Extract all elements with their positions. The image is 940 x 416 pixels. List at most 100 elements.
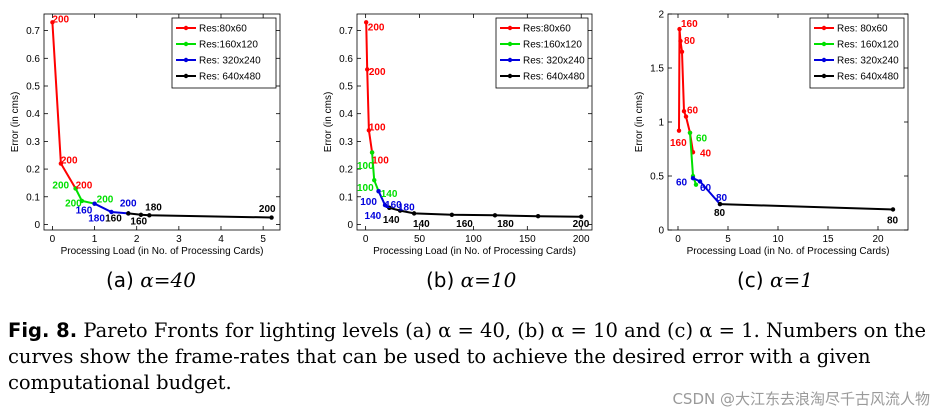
legend-marker [183, 41, 189, 47]
frame-rate-label: 40 [700, 149, 712, 160]
data-point [269, 215, 274, 220]
x-tick-label: 50 [414, 234, 426, 245]
legend-label: Res: 640x480 [199, 72, 261, 83]
frame-rate-label: 200 [573, 219, 590, 230]
x-tick-label: 0 [363, 234, 369, 245]
x-axis-label: Processing Load (in No. of Processing Ca… [687, 246, 890, 257]
frame-rate-label: 200 [368, 23, 385, 34]
frame-rate-label: 200 [76, 180, 93, 191]
frame-rate-label: 140 [413, 219, 430, 230]
frame-rate-label: 140 [365, 211, 382, 222]
x-tick-label: 10 [772, 234, 784, 245]
y-tick-label: 0.4 [26, 109, 40, 120]
y-tick-label: 0.1 [339, 192, 353, 203]
legend-label: Res: 640x480 [523, 72, 585, 83]
frame-rate-label: 160 [105, 214, 122, 225]
y-tick-label: 0.7 [26, 26, 40, 37]
y-tick-label: 0.1 [26, 192, 40, 203]
frame-rate-label: 180 [398, 203, 415, 214]
legend-label: Res: 320x240 [523, 56, 585, 67]
data-point [687, 130, 693, 135]
subcaption-c-value: α=1 [769, 268, 813, 292]
frame-rate-label: 60 [687, 105, 699, 116]
x-tick-label: 200 [573, 234, 590, 245]
data-point [73, 186, 78, 191]
x-tick-label: 5 [260, 234, 266, 245]
data-point [676, 128, 682, 133]
subcaption-b-label: (b) [426, 268, 455, 292]
frame-rate-label: 160 [385, 200, 402, 211]
frame-rate-label: 180 [88, 214, 105, 225]
data-point [449, 212, 455, 217]
data-point [126, 211, 131, 216]
frame-rate-label: 160 [76, 205, 93, 216]
y-tick-label: 0.3 [26, 137, 40, 148]
y-tick-label: 0.5 [339, 82, 353, 93]
subcaption-a-label: (a) [106, 268, 134, 292]
subcaption-b-value: α=10 [460, 268, 517, 292]
legend-marker [821, 73, 827, 79]
data-point [92, 201, 97, 206]
frame-rate-label: 200 [97, 194, 114, 205]
data-point [717, 201, 723, 207]
legend-label: Res:160x120 [199, 40, 258, 51]
data-point [376, 189, 381, 194]
watermark: CSDN @大江东去浪淘尽千古风流人物 [672, 390, 930, 408]
frame-rate-label: 200 [61, 156, 78, 167]
x-axis-label: Processing Load (in No. of Processing Ca… [373, 246, 576, 257]
x-tick-label: 15 [822, 234, 834, 245]
data-point [382, 202, 388, 208]
x-tick-label: 150 [519, 234, 536, 245]
legend-marker [821, 25, 827, 31]
frame-rate-label: 200 [65, 198, 82, 209]
y-tick-label: 2 [658, 10, 664, 21]
legend-label: Res: 80x60 [837, 24, 888, 35]
subcaption-a: (a) α=40 [106, 268, 196, 292]
y-axis-label: Error (in cms) [10, 92, 21, 153]
frame-rate-label: 100 [357, 161, 374, 172]
frame-rate-label: 160 [681, 19, 698, 30]
frame-rate-label: 200 [120, 198, 137, 209]
data-point [693, 182, 699, 187]
legend-box [809, 17, 905, 89]
legend-marker [507, 57, 513, 63]
legend-marker [507, 41, 513, 47]
frame-rate-label: 200 [52, 14, 69, 25]
legend-marker [507, 25, 513, 31]
y-tick-label: 0 [34, 220, 40, 231]
frame-rate-label: 200 [52, 180, 69, 191]
data-point [366, 128, 372, 133]
y-tick-label: 0.5 [26, 82, 40, 93]
frame-rate-label: 160 [130, 216, 147, 227]
frame-rate-label: 160 [456, 219, 473, 230]
x-tick-label: 20 [872, 234, 884, 245]
y-tick-label: 0.5 [650, 172, 664, 183]
x-tick-label: 0 [675, 234, 681, 245]
x-tick-label: 3 [176, 234, 182, 245]
legend-marker [821, 57, 827, 63]
series-line-0 [365, 22, 374, 153]
legend-label: Res: 160x120 [837, 40, 899, 51]
y-tick-label: 0 [347, 220, 353, 231]
data-point [535, 213, 541, 219]
legend-marker [183, 25, 189, 31]
frame-rate-label: 80 [716, 193, 728, 204]
legend-marker [183, 57, 189, 63]
frame-rate-label: 80 [714, 208, 726, 219]
frame-rate-label: 180 [145, 203, 162, 214]
data-point [890, 207, 896, 212]
data-point [492, 213, 498, 218]
figure-caption-text: Pareto Fronts for lighting levels (a) α … [8, 319, 927, 394]
data-point [697, 179, 703, 184]
frame-rate-label: 100 [357, 183, 374, 194]
data-point [363, 20, 369, 25]
data-point [138, 212, 144, 217]
data-point [79, 198, 85, 204]
figure-caption: Fig. 8. Pareto Fronts for lighting level… [8, 318, 932, 396]
legend-marker [183, 73, 189, 79]
figure-caption-label: Fig. 8. [8, 319, 78, 342]
frame-rate-label: 100 [372, 156, 389, 167]
subcaption-c-label: (c) [737, 268, 764, 292]
